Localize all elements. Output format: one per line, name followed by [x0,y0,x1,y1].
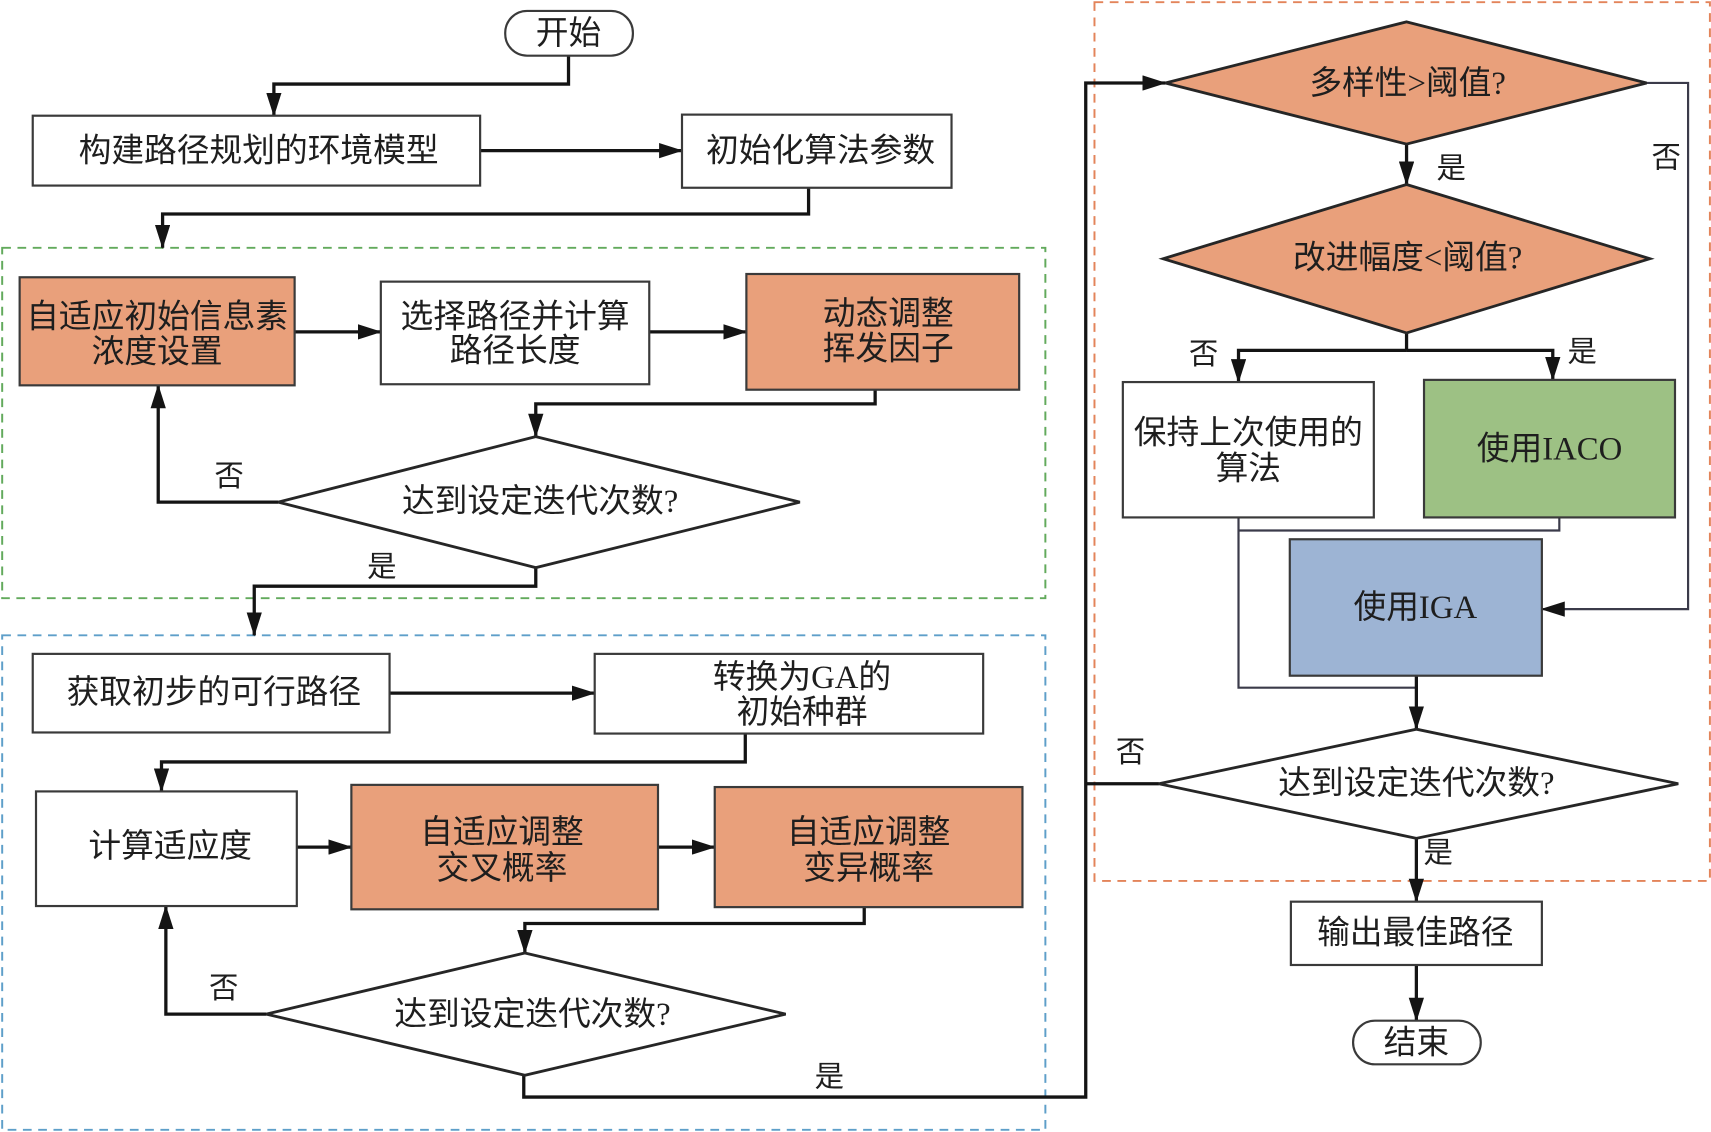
use-iaco-box [1422,378,1677,519]
start-label: 开始 [536,15,601,52]
node-hybrid-iter-check: 达到设定迭代次数? [1158,727,1679,840]
adaptive-pheromone-label-line2: 浓度设置 [92,334,223,371]
get-feasible-paths-box [31,652,391,734]
convert-ga-population-box [593,652,985,735]
edge-label-diversity-no: 否 [1652,142,1681,174]
node-calc-fitness: 计算适应度 [34,790,298,908]
convert-ga-population-label-line2: 初始种群 [737,694,868,731]
node-select-path: 选择路径并计算 路径长度 [379,280,651,386]
node-improvement-check: 改进幅度<阈值? [1158,182,1655,335]
use-iaco-label: 使用IACO [1477,431,1622,468]
ga-iter-check-label: 达到设定迭代次数? [394,996,670,1033]
edge-label-aco-iter-yes: 是 [367,552,396,584]
edge-label-hybrid-iter-yes: 是 [1423,838,1452,870]
connector-ga-check-yes-to-diversity [522,75,1167,1099]
node-get-feasible-paths: 获取初步的可行路径 [31,652,391,734]
node-dynamic-volatility: 动态调整 挥发因子 [745,272,1021,391]
edge-label-diversity-yes: 是 [1437,153,1466,185]
connector-aco-check-no-loop [150,384,279,504]
connector-volatility-to-aco-check [528,389,877,438]
switch-stage-group-border [1093,1,1711,882]
node-use-iga: 使用IGA [1288,538,1543,677]
connector-mutation-to-ga-check [517,907,866,955]
adaptive-pheromone-label-line1: 自适应初始信息素 [26,299,288,336]
node-output-best-path: 输出最佳路径 [1289,900,1543,967]
adaptive-mutation-box [713,785,1024,909]
dynamic-volatility-label-line2: 挥发因子 [823,330,954,367]
edge-label-hybrid-iter-no: 否 [1116,737,1145,769]
end-terminal-shape [1351,1019,1482,1066]
connector-init-params-to-aco [154,187,811,249]
use-iga-box [1288,538,1543,677]
build-env-model-box [31,114,482,187]
node-end: 结束 [1351,1019,1482,1066]
edge-label-improvement-yes: 是 [1568,337,1597,369]
aco-iter-check-label: 达到设定迭代次数? [402,483,678,520]
calc-fitness-box [34,790,298,908]
convert-ga-population-label-line1: 转换为GA的 [713,659,891,696]
aco-stage-group-border [1,246,1047,600]
connector-ga-check-no-loop [158,904,267,1016]
node-keep-last-algorithm: 保持上次使用的 算法 [1121,380,1375,519]
node-use-iaco: 使用IACO [1422,378,1677,519]
output-best-path-label: 输出最佳路径 [1317,914,1513,951]
connector-improvement-yes-to-iaco [1406,348,1561,381]
improvement-check-label: 改进幅度<阈值? [1293,240,1522,277]
diversity-check-diamond [1165,20,1647,146]
ga-stage-group-border [1,634,1047,1131]
calc-fitness-label: 计算适应度 [88,828,252,865]
select-path-label-line1: 选择路径并计算 [400,299,629,336]
output-best-path-box [1289,900,1543,967]
ga-iter-check-diamond [265,951,786,1077]
connector-diversity-no-to-iga [1540,81,1690,617]
dynamic-volatility-box [745,272,1021,391]
edge-label-ga-iter-no: 否 [209,973,238,1005]
select-path-box [379,280,651,386]
node-aco-iter-check: 达到设定迭代次数? [277,435,801,570]
node-ga-iter-check: 达到设定迭代次数? [265,951,786,1077]
node-convert-ga-population: 转换为GA的 初始种群 [593,652,985,735]
hybrid-iter-check-diamond [1158,727,1679,840]
connector-convert-to-fitness [153,733,747,793]
node-init-params: 初始化算法参数 [680,113,953,189]
node-start: 开始 [504,9,634,57]
edge-label-improvement-no: 否 [1189,339,1218,371]
edge-label-aco-iter-no: 否 [214,461,243,493]
edge-label-ga-iter-yes: 是 [815,1061,844,1093]
diversity-check-label: 多样性>阈值? [1309,65,1506,102]
select-path-label-line2: 路径长度 [450,332,581,369]
use-iga-label: 使用IGA [1353,589,1477,626]
connector-iaco-to-merge [1238,517,1561,532]
dynamic-volatility-label-line1: 动态调整 [823,295,954,332]
node-adaptive-crossover: 自适应调整 交叉概率 [350,783,660,911]
adaptive-crossover-label-line2: 交叉概率 [436,850,567,887]
node-build-env-model: 构建路径规划的环境模型 [31,114,482,187]
improvement-check-diamond [1158,182,1655,335]
keep-last-algorithm-label-line1: 保持上次使用的 [1134,414,1363,451]
adaptive-mutation-label-line1: 自适应调整 [787,814,951,851]
node-adaptive-mutation: 自适应调整 变异概率 [713,785,1024,909]
init-params-label: 初始化算法参数 [706,133,935,170]
connector-start-to-build-env [266,55,571,117]
node-adaptive-pheromone: 自适应初始信息素 浓度设置 [18,276,296,387]
hybrid-iter-check-label: 达到设定迭代次数? [1278,765,1554,802]
connector-improvement-no-to-keep [1230,348,1407,384]
adaptive-pheromone-box [18,276,296,387]
aco-iter-check-diamond [277,435,801,570]
get-feasible-paths-label: 获取初步的可行路径 [67,674,362,711]
node-diversity-check: 多样性>阈值? [1165,20,1647,146]
adaptive-crossover-label-line1: 自适应调整 [420,814,584,851]
adaptive-crossover-box [350,783,660,911]
init-params-box [680,113,953,189]
end-label: 结束 [1384,1025,1449,1062]
start-terminal-shape [504,9,634,57]
keep-last-algorithm-label-line2: 算法 [1216,450,1281,487]
adaptive-mutation-label-line2: 变异概率 [803,850,934,887]
build-env-model-label: 构建路径规划的环境模型 [79,133,439,170]
keep-last-algorithm-box [1121,380,1375,519]
connector-keep-to-merge [1237,517,1417,689]
connector-aco-check-yes-to-ga [246,567,538,637]
